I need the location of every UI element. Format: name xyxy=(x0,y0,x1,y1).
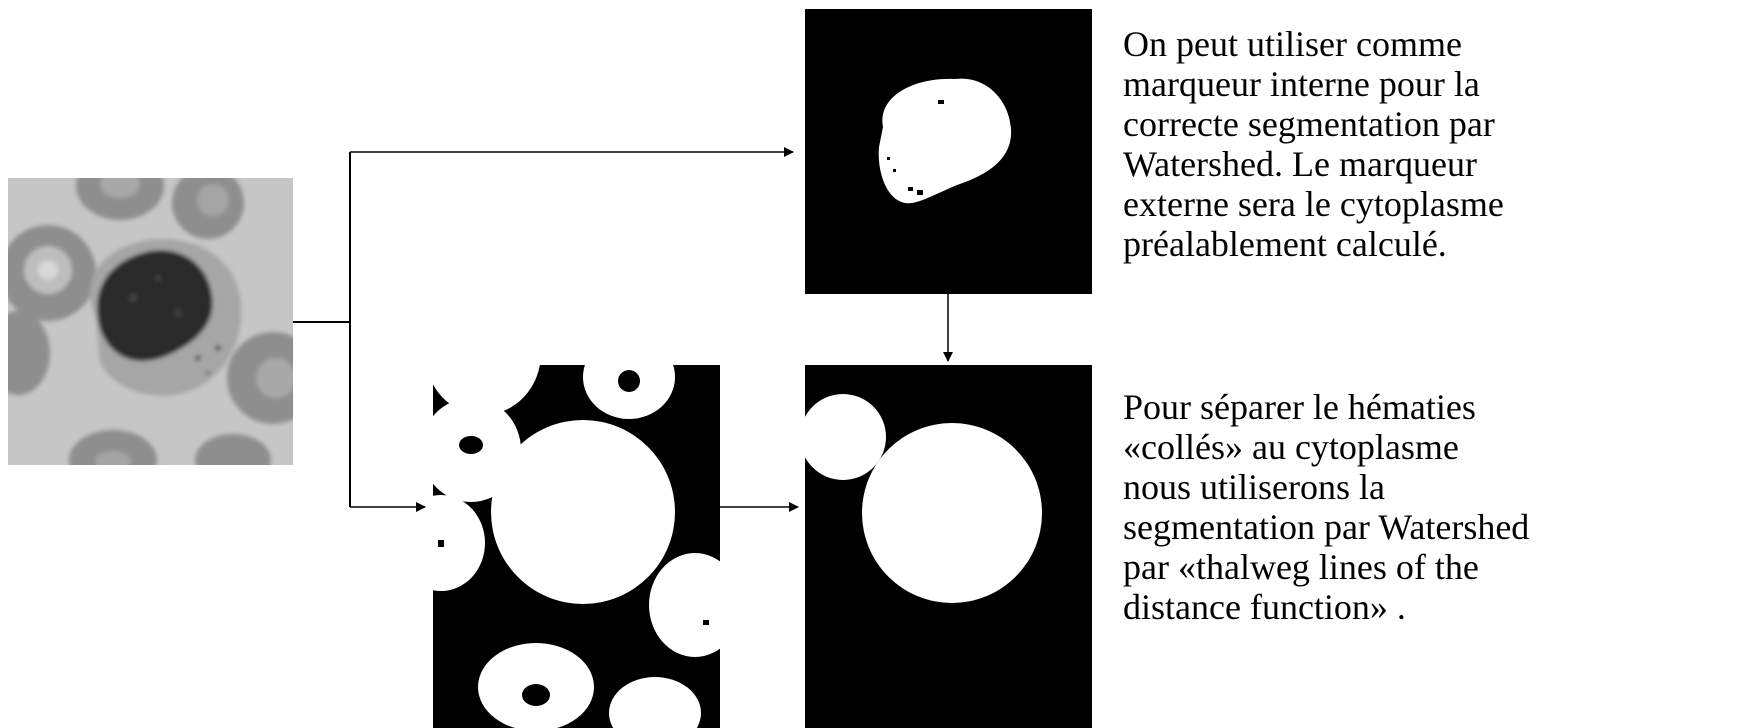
red-blood-cell xyxy=(76,178,164,220)
red-blood-cell xyxy=(69,430,157,465)
red-cell-blob xyxy=(609,677,701,728)
caption-internal-marker: On peut utiliser comme marqueur interne … xyxy=(1123,24,1504,264)
separated-red-cell xyxy=(805,394,886,480)
caption-watershed-separation: Pour séparer le hématies «collés» au cyt… xyxy=(1123,387,1530,627)
red-cell-blob xyxy=(433,495,485,591)
red-blood-cell xyxy=(195,434,271,465)
red-blood-cell xyxy=(8,311,50,395)
segmentation-result-image xyxy=(805,365,1092,728)
nucleus-marker xyxy=(878,78,1012,204)
red-cell-blob xyxy=(649,553,720,657)
cell-blob xyxy=(491,420,675,604)
nucleus xyxy=(97,250,213,361)
threshold-mask-image xyxy=(433,365,720,728)
nucleus-mask-image xyxy=(805,9,1092,294)
blood-cell-micrograph xyxy=(8,178,293,465)
separated-cytoplasm xyxy=(862,423,1042,603)
